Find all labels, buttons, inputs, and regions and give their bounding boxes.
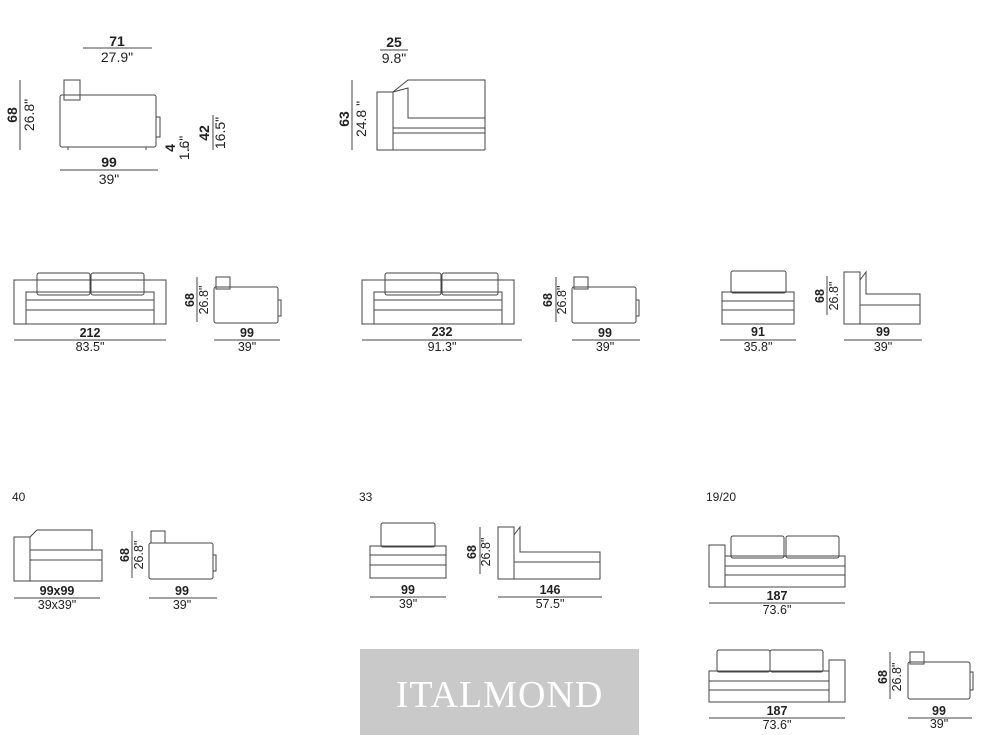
dim-68-row2a: 68 — [182, 293, 197, 307]
side-view-212 — [213, 276, 282, 324]
dim-212-in: 83.5" — [75, 340, 105, 354]
group-label-33: 33 — [359, 490, 373, 504]
group-label-19-20: 19/20 — [706, 490, 737, 504]
dim-71-in: 27.9" — [100, 49, 134, 65]
dim-99-row3a-in: 39" — [172, 598, 192, 612]
dim-68-row2c: 68 — [812, 289, 827, 303]
dim-68-row4: 68 — [875, 670, 890, 684]
dim-68-row4-in: 26.8" — [889, 662, 904, 692]
dim-68-row3a-in: 26.8" — [131, 540, 146, 570]
dim-63: 63 — [336, 111, 352, 127]
corner-side-91 — [843, 270, 921, 325]
dim-99-row2b-in: 39" — [595, 340, 615, 354]
dim-187a: 187 — [766, 589, 788, 603]
dim-68-row3b: 68 — [464, 545, 479, 559]
sofa-front-232 — [361, 272, 515, 325]
dim-232: 232 — [431, 325, 453, 339]
side-view-187 — [907, 651, 974, 700]
dim-99-top-in: 39" — [98, 171, 120, 187]
watermark-text: ITALMOND — [395, 674, 604, 716]
dim-68-row3b-in: 26.8" — [478, 537, 493, 567]
dim-68-top: 68 — [4, 107, 20, 123]
dim-68-row2c-in: 26.8" — [826, 281, 841, 311]
dim-91-in: 35.8" — [743, 340, 773, 354]
watermark-logo: ITALMOND — [360, 649, 639, 735]
dim-25: 25 — [386, 34, 402, 50]
dim-99-row4: 99 — [932, 704, 946, 718]
sofa-front-187-right — [708, 649, 846, 703]
dim-232-in: 91.3" — [427, 340, 457, 354]
side-view-232 — [571, 276, 640, 324]
dim-68-row2b-in: 26.8" — [554, 285, 569, 315]
dim-99-row3a: 99 — [175, 584, 189, 598]
dim-63-in: 24.8 " — [353, 100, 369, 138]
dim-99-top: 99 — [101, 154, 117, 170]
dim-99-row2a-in: 39" — [237, 340, 257, 354]
dim-99-row4-in: 39" — [929, 717, 949, 731]
dim-4: 4 — [162, 144, 178, 152]
chaise-side-146 — [497, 525, 601, 580]
element-front-91 — [721, 270, 795, 325]
corner-view-top — [376, 79, 486, 151]
dim-99x99: 99x99 — [39, 584, 75, 598]
dim-99-row2b: 99 — [598, 326, 612, 340]
dim-4-in: 1.6" — [176, 135, 192, 161]
dim-42: 42 — [196, 125, 212, 141]
dim-25-in: 9.8" — [381, 50, 407, 66]
dim-68-top-in: 26.8" — [21, 98, 37, 132]
sofa-front-212 — [13, 272, 167, 325]
dim-99-row3b: 99 — [401, 583, 415, 597]
dim-212: 212 — [79, 326, 101, 340]
dim-99-row2c: 99 — [876, 325, 890, 339]
corner-front-99x99 — [13, 529, 103, 582]
side-view-99x99 — [148, 530, 217, 580]
dim-146-in: 57.5" — [535, 597, 565, 611]
group-label-40: 40 — [12, 490, 26, 504]
dim-187b: 187 — [766, 704, 788, 718]
dim-71: 71 — [109, 33, 125, 49]
dim-187b-in: 73.6" — [762, 718, 792, 732]
dim-42-in: 16.5" — [212, 116, 228, 150]
dim-99-row2c-in: 39" — [873, 340, 893, 354]
dim-68-row3a: 68 — [117, 548, 132, 562]
side-view-top-left — [59, 79, 161, 150]
element-front-99 — [369, 522, 447, 579]
dim-68-row2b: 68 — [540, 293, 555, 307]
dim-68-row2a-in: 26.8" — [196, 285, 211, 315]
sofa-front-187-left — [708, 535, 846, 588]
dim-99x99-in: 39x39" — [37, 598, 77, 612]
dim-99-row3b-in: 39" — [398, 597, 418, 611]
dim-187a-in: 73.6" — [762, 603, 792, 617]
dim-99-row2a: 99 — [240, 326, 254, 340]
dim-91: 91 — [751, 325, 765, 339]
dim-146: 146 — [539, 583, 561, 597]
